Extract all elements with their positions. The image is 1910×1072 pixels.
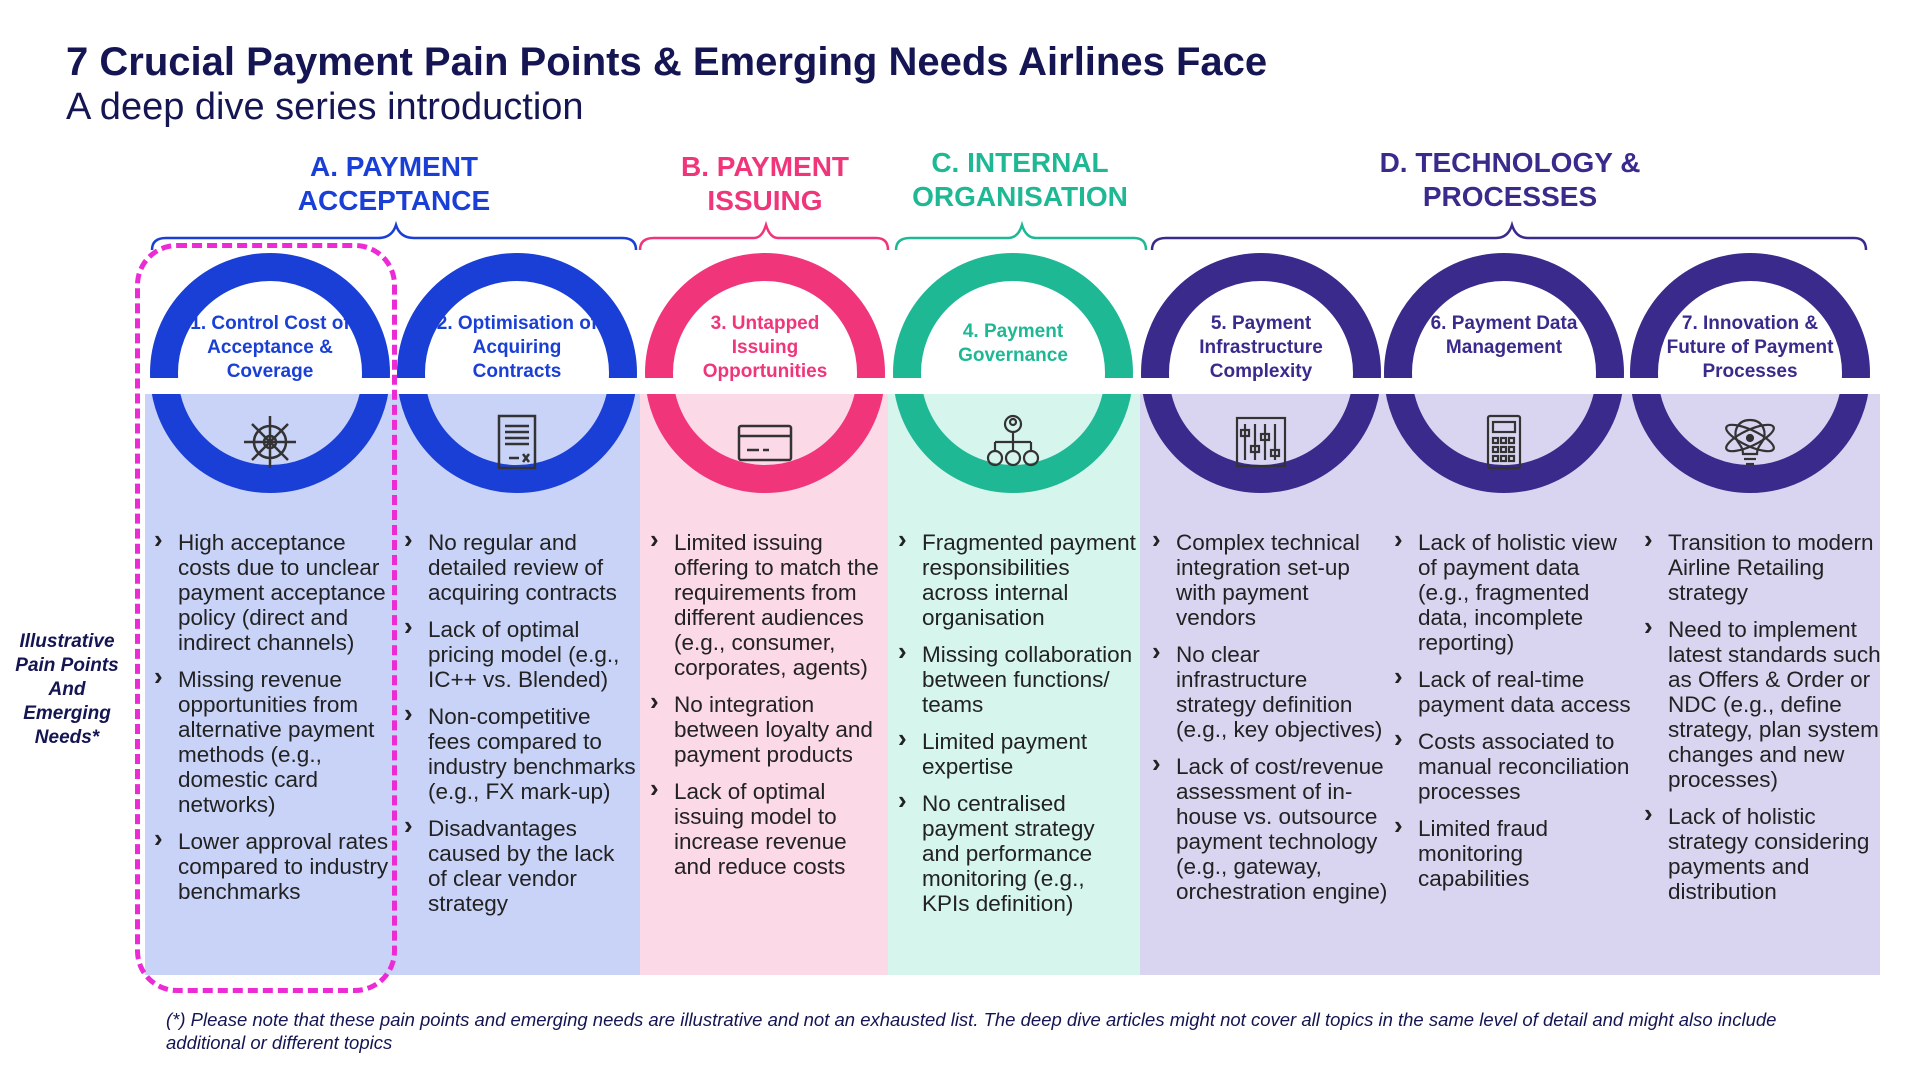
ship-wheel-icon [244,416,296,468]
innovation-bulb-icon [1725,418,1775,466]
pain-point-2-bullets: No regular and detailed review of acquir… [400,527,638,928]
bullet-item: No centralised payment strategy and perf… [894,788,1138,916]
pain-point-3-bullets: Limited issuing offering to match the re… [646,527,886,891]
category-d-brace [1150,220,1868,251]
bullet-item: Non-competitive fees compared to industr… [400,701,638,804]
control-panel-icon [1235,416,1287,468]
side-label: Illustrative Pain Points And Emerging Ne… [15,631,119,748]
bullet-item: Limited issuing offering to match the re… [646,527,886,680]
category-c-brace [894,220,1148,251]
bullet-item: Lack of real-time payment data access [1390,664,1635,717]
bullet-item: Need to implement latest standards such … [1640,614,1885,792]
category-a-line1: A. PAYMENT [309,151,479,182]
bullet-item: Costs associated to manual reconciliatio… [1390,726,1635,804]
bullet-item: Fragmented payment responsibilities acro… [894,527,1138,630]
category-b-heading: B. PAYMENT ISSUING [640,150,890,218]
pain-point-6-title: 6. Payment Data Management [1430,313,1578,358]
category-c-heading: C. INTERNAL ORGANISATION [880,146,1160,214]
category-braces [150,220,1868,251]
pain-point-4-bullets: Fragmented payment responsibilities acro… [894,527,1138,928]
pain-point-1-bullets: High acceptance costs due to unclear pay… [150,527,390,916]
bullet-item: Complex technical integration set-up wit… [1148,527,1388,630]
bullet-item: Lack of holistic strategy considering pa… [1640,801,1885,904]
category-b-brace [638,220,890,251]
ring-divider-band [120,378,1910,394]
calculator-icon [1486,414,1522,470]
bullet-item: High acceptance costs due to unclear pay… [150,527,390,655]
bullet-item: Missing collaboration between functions/… [894,639,1138,717]
pain-point-5-bullets: Complex technical integration set-up wit… [1148,527,1388,916]
bullet-item: Disadvantages caused by the lack of clea… [400,813,638,916]
bullet-item: Lack of optimal pricing model (e.g., IC+… [400,614,638,692]
category-c-line2: ORGANISATION [912,181,1128,212]
pain-point-7-title: 7. Innovation & Future of Payment Proces… [1666,313,1834,382]
category-a-brace [150,220,638,251]
pain-point-2-title: 2. Optimisation of Acquiring Contracts [436,313,598,382]
pain-point-3-title: 3. Untapped Issuing Opportunities [702,313,828,382]
category-d-line1: D. TECHNOLOGY & [1379,147,1641,178]
bullet-item: No regular and detailed review of acquir… [400,527,638,605]
highlight-dashed-outline [135,243,397,993]
bullet-item: No integration between loyalty and payme… [646,689,886,767]
pain-point-4-title: 4. Payment Governance [958,321,1068,366]
bullet-item: Lack of holistic view of payment data (e… [1390,527,1635,655]
credit-card-icon [737,424,793,462]
bullet-item: No clear infrastructure strategy definit… [1148,639,1388,742]
footnote: (*) Please note that these pain points a… [166,1009,1777,1053]
category-d-heading: D. TECHNOLOGY & PROCESSES [1340,146,1680,214]
contract-document-icon [497,414,537,470]
page-title: 7 Crucial Payment Pain Points & Emerging… [66,40,1268,84]
category-a-heading: A. PAYMENT ACCEPTANCE [254,150,534,218]
bullet-item: Limited fraud monitoring capabilities [1390,813,1635,891]
bullet-item: Missing revenue opportunities from alter… [150,664,390,817]
category-b-line1: B. PAYMENT [680,151,850,182]
pain-point-7-bullets: Transition to modern Airline Retailing s… [1640,527,1885,916]
pain-point-5-title: 5. Payment Infrastructure Complexity [1199,313,1323,382]
bullet-item: Transition to modern Airline Retailing s… [1640,527,1885,605]
bullet-item: Lower approval rates compared to industr… [150,826,390,904]
page-subtitle: A deep dive series introduction [66,86,584,128]
category-a-line2: ACCEPTANCE [297,185,491,216]
category-d-line2: PROCESSES [1422,181,1598,212]
category-b-line2: ISSUING [707,185,823,216]
pain-point-1-title: 1. Control Cost of Acceptance & Coverage [190,313,350,382]
bullet-item: Limited payment expertise [894,726,1138,779]
org-chart-icon [986,414,1040,467]
pain-point-6-bullets: Lack of holistic view of payment data (e… [1390,527,1635,903]
bullet-item: Lack of optimal issuing model to increas… [646,776,886,879]
bullet-item: Lack of cost/revenue assessment of in-ho… [1148,751,1388,904]
category-c-line1: C. INTERNAL [931,147,1109,178]
